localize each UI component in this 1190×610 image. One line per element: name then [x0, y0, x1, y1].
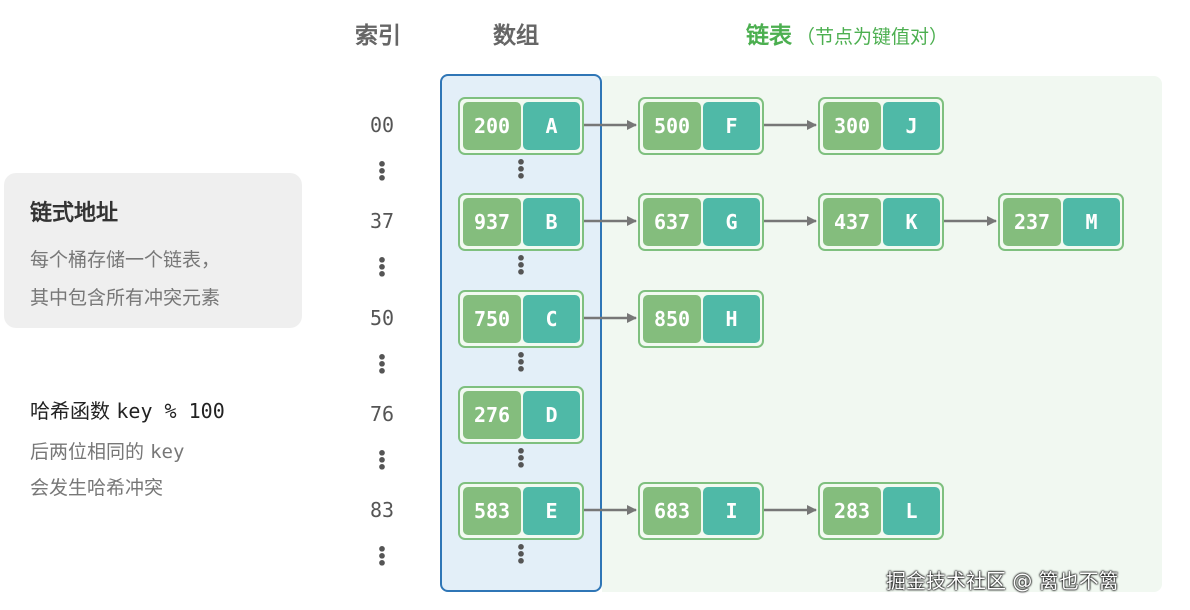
- hash-collision-note: 后两位相同的 key 会发生哈希冲突: [30, 434, 184, 506]
- node-key: 850: [643, 295, 701, 343]
- array-ellipsis: •••: [515, 442, 527, 475]
- node-value: D: [523, 391, 580, 439]
- node-key: 200: [463, 102, 521, 150]
- bucket-index: 76: [369, 402, 395, 426]
- bucket-index: 37: [369, 209, 395, 233]
- node-key: 637: [643, 198, 701, 246]
- array-ellipsis: •••: [515, 249, 527, 282]
- hash-title-prefix: 哈希函数: [30, 399, 110, 423]
- node-key: 683: [643, 487, 701, 535]
- node-value: B: [523, 198, 580, 246]
- node-value: M: [1063, 198, 1120, 246]
- node-value: E: [523, 487, 580, 535]
- index-ellipsis: •••: [376, 444, 388, 477]
- bucket-index: 50: [369, 306, 395, 330]
- node-value: K: [883, 198, 940, 246]
- chaining-explanation-card: 链式地址 每个桶存储一个链表， 其中包含所有冲突元素: [4, 173, 302, 328]
- index-ellipsis: •••: [376, 540, 388, 573]
- index-header: 索引: [355, 23, 401, 49]
- node-value: I: [703, 487, 760, 535]
- array-ellipsis: •••: [515, 538, 527, 571]
- hash-note-code: key: [150, 441, 185, 463]
- bucket-index: 00: [369, 113, 395, 137]
- watermark: 掘金技术社区 @ 篱也不篱: [886, 569, 1119, 593]
- list-header: 链表（节点为键值对）: [746, 16, 948, 50]
- hash-note-line2: 会发生哈希冲突: [30, 477, 164, 499]
- card-title: 链式地址: [30, 201, 119, 226]
- node-value: F: [703, 102, 760, 150]
- index-ellipsis: •••: [376, 348, 388, 381]
- array-ellipsis: •••: [515, 346, 527, 379]
- card-description: 每个桶存储一个链表， 其中包含所有冲突元素: [30, 249, 221, 309]
- node-key: 237: [1003, 198, 1061, 246]
- hash-title-code: key % 100: [116, 399, 225, 423]
- list-header-subtitle: （节点为键值对）: [796, 26, 949, 48]
- index-ellipsis: •••: [376, 155, 388, 188]
- node-key: 300: [823, 102, 881, 150]
- node-key: 500: [643, 102, 701, 150]
- node-value: G: [703, 198, 760, 246]
- hash-function-title: 哈希函数 key % 100: [30, 395, 225, 424]
- node-key: 437: [823, 198, 881, 246]
- node-value: J: [883, 102, 940, 150]
- list-header-title: 链表: [746, 23, 792, 49]
- hash-note-prefix: 后两位相同的: [30, 441, 145, 463]
- array-header: 数组: [493, 23, 539, 49]
- bucket-index: 83: [369, 498, 395, 522]
- node-value: A: [523, 102, 580, 150]
- array-ellipsis: •••: [515, 153, 527, 186]
- hash-note-line1: 后两位相同的 key: [30, 434, 184, 470]
- node-value: L: [883, 487, 940, 535]
- node-key: 276: [463, 391, 521, 439]
- node-value: H: [703, 295, 760, 343]
- node-key: 583: [463, 487, 521, 535]
- node-key: 750: [463, 295, 521, 343]
- node-key: 283: [823, 487, 881, 535]
- node-value: C: [523, 295, 580, 343]
- index-ellipsis: •••: [376, 251, 388, 284]
- node-key: 937: [463, 198, 521, 246]
